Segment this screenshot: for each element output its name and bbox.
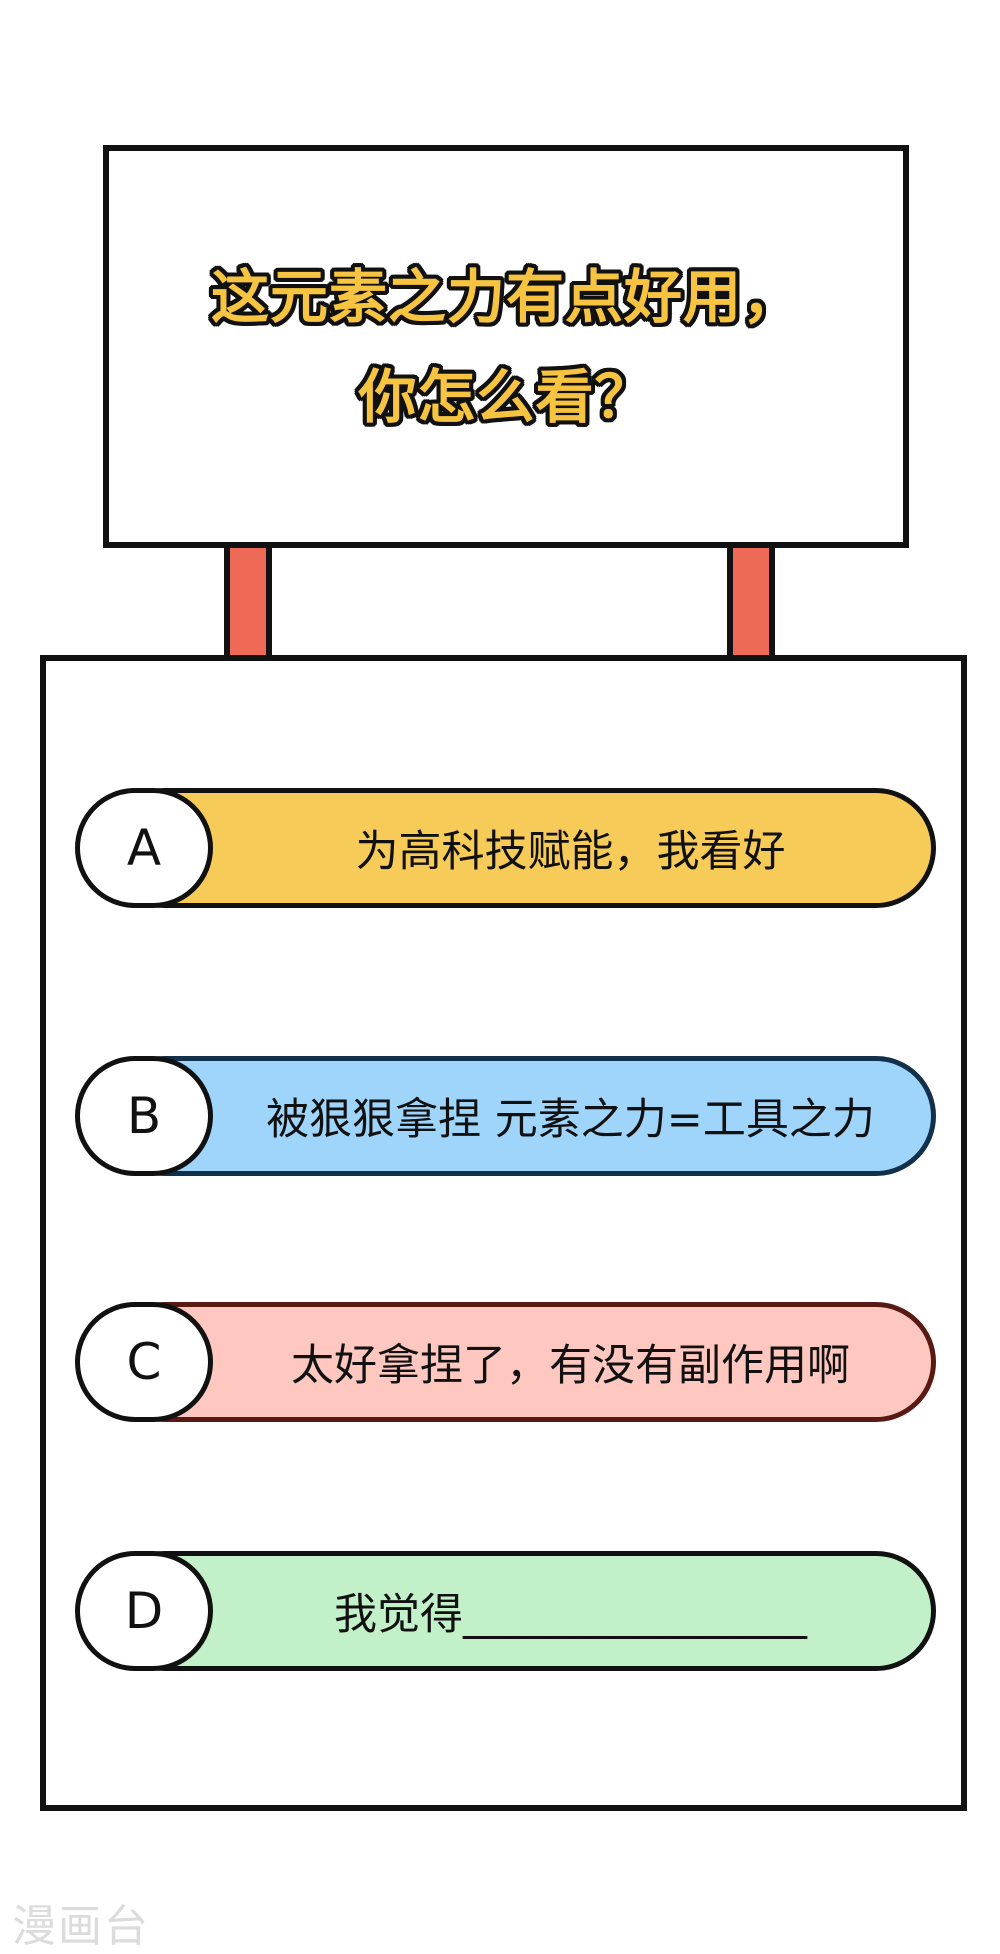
option-a-letter: A bbox=[75, 788, 213, 908]
option-c-pill bbox=[105, 1302, 936, 1422]
option-a-text: 为高科技赋能，我看好 bbox=[355, 827, 786, 877]
option-d-letter: D bbox=[75, 1551, 213, 1671]
option-d-pill bbox=[105, 1551, 936, 1671]
sign-post-right bbox=[727, 548, 775, 658]
option-b-text: 被狠狠拿捏 元素之力=工具之力 bbox=[266, 1095, 875, 1145]
option-b-letter: B bbox=[75, 1056, 213, 1176]
option-a-pill bbox=[105, 788, 936, 908]
watermark-logo: 漫画台 bbox=[12, 1901, 150, 1952]
option-c-text: 太好拿捏了，有没有副作用啊 bbox=[291, 1341, 850, 1391]
option-b[interactable]: B 被狠狠拿捏 元素之力=工具之力 bbox=[75, 1056, 936, 1176]
option-a[interactable]: A 为高科技赋能，我看好 bbox=[75, 788, 936, 908]
question-line-1: 这元素之力有点好用， bbox=[210, 262, 801, 331]
sign-post-left bbox=[224, 548, 272, 658]
option-c[interactable]: C 太好拿捏了，有没有副作用啊 bbox=[75, 1302, 936, 1422]
option-c-letter: C bbox=[75, 1302, 213, 1422]
option-d[interactable]: D 我觉得________________ bbox=[75, 1551, 936, 1671]
option-b-pill bbox=[105, 1056, 936, 1176]
option-d-text: 我觉得________________ bbox=[334, 1590, 807, 1640]
question-sign: 这元素之力有点好用， 你怎么看？ bbox=[103, 145, 909, 548]
question-line-2: 你怎么看？ bbox=[358, 362, 654, 431]
